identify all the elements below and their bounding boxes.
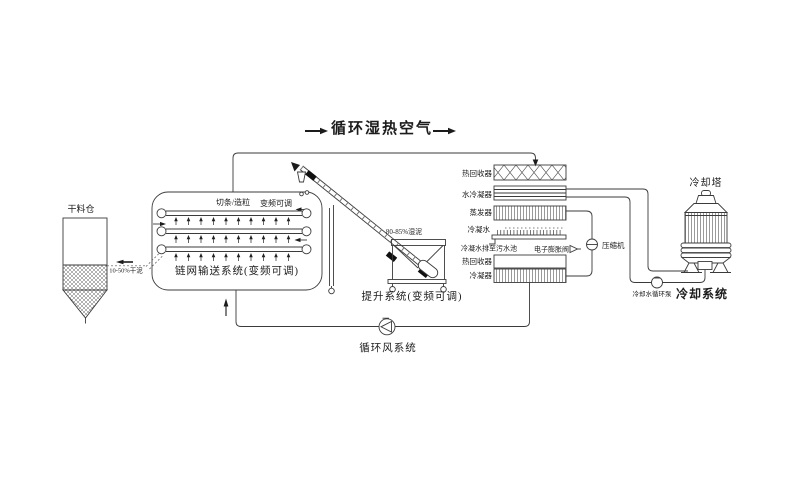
tower-fan-cowl — [695, 195, 717, 204]
tower-ring-3 — [680, 252, 732, 259]
top-air-duct: 循环湿热空气 — [232, 119, 539, 192]
heat-recovery-top-label: 热回收器 — [462, 168, 492, 178]
tower-shoulder — [683, 203, 729, 213]
drying-air-arrows-row1 — [173, 216, 291, 226]
dry-sludge-chute — [107, 252, 164, 270]
silo-hopper — [62, 289, 108, 319]
title-circulating-hot-humid-air: 循环湿热空气 — [331, 119, 433, 137]
discharge-line — [566, 250, 593, 277]
tower-legs — [681, 262, 731, 273]
compressor-symbol — [586, 238, 598, 251]
vfd-label: 变频可调 — [260, 198, 292, 208]
discharge-chute — [296, 171, 307, 183]
heat-recovery-bottom-unit — [493, 254, 567, 269]
heat-recovery-bottom-label: 热回收器 — [462, 256, 492, 266]
condenser-unit — [493, 268, 567, 283]
elevator-cleats — [299, 165, 438, 278]
elevator-band-2 — [385, 251, 398, 263]
expansion-valve-label: 电子膨胀阀 — [534, 245, 569, 254]
conveyor-belt-1 — [156, 208, 312, 219]
tower-body — [684, 212, 728, 244]
tower-ring-1 — [680, 242, 732, 249]
cooling-tower: 冷却塔 — [680, 176, 732, 273]
cooling-system-label: 冷却系统 — [676, 286, 728, 301]
conveyor-belt-2 — [156, 226, 312, 237]
hopper-cart: 80-85%湿泥 提升系统(变频可调) — [362, 227, 463, 303]
tower-return-pipe-b — [662, 269, 706, 283]
wet-mud-label: 80-85%湿泥 — [386, 227, 422, 236]
condenser-label: 冷凝器 — [470, 270, 493, 280]
elevator-support-leg — [328, 205, 335, 295]
drip-tray — [491, 234, 567, 240]
cooling-water-pump — [651, 276, 663, 289]
suction-line — [566, 210, 593, 239]
drying-air-arrows-row2 — [173, 234, 291, 244]
water-condenser-label: 水冷凝器 — [462, 189, 492, 199]
silo-fill-hatch — [63, 265, 107, 290]
elevator — [291, 162, 438, 295]
flow-arrow-right — [433, 127, 456, 135]
cooling-pipes: 冷却水循环泵 冷却系统 — [566, 188, 728, 301]
return-air-duct: 循环风系统 — [223, 282, 530, 354]
expansion-valve-symbol — [569, 244, 581, 254]
elevator-band-3 — [417, 267, 430, 279]
fan-blade-icon — [379, 320, 392, 333]
tower-return-pipe-a — [566, 196, 652, 283]
tower-outlet-box — [697, 261, 713, 270]
compressor-label: 压缩机 — [602, 240, 625, 250]
elevator-band-1 — [305, 170, 317, 181]
elevator-discharge-arrow — [291, 162, 300, 172]
evaporator-unit — [493, 205, 567, 221]
chain-net-system-label: 链网输送系统(变频可调) — [175, 264, 299, 277]
flow-arrow-left — [305, 127, 328, 135]
belt-direction-arrow-bottom — [294, 237, 307, 243]
drying-air-arrows-row3 — [173, 252, 291, 262]
belt-direction-arrow-mid — [153, 221, 166, 227]
cart-wheel-right — [440, 286, 447, 293]
drain-spout — [489, 239, 496, 245]
cooling-pump-label: 冷却水循环泵 — [633, 289, 673, 298]
heat-pump-stack: 热回收器 水冷凝器 蒸发器 冷凝水 冷凝水排至污水池 热回收器 冷凝器 压缩机 … — [461, 164, 625, 283]
cooling-tower-label: 冷却塔 — [690, 176, 723, 189]
circulation-fan — [378, 317, 396, 336]
tower-supply-pipe — [566, 188, 688, 272]
duct-up-arrow — [223, 298, 229, 316]
duct-down-arrow — [532, 159, 539, 167]
condensate-label: 冷凝水 — [468, 224, 491, 234]
dry-mud-label: 10-50%干泥 — [109, 267, 143, 275]
lifting-system-label: 提升系统(变频可调) — [362, 290, 463, 303]
elevator-lower-roller — [417, 259, 439, 279]
tower-ring-2 — [680, 247, 732, 254]
silo-label: 干料仓 — [67, 203, 94, 214]
heat-recovery-top-unit — [493, 164, 567, 181]
conveyor-belt-3 — [156, 244, 312, 255]
circulating-fan-system-label: 循环风系统 — [359, 341, 417, 354]
cut-granulate-label: 切条/造粒 — [216, 197, 250, 207]
cart-wheel-left — [389, 286, 396, 293]
dryer-box: 切条/造粒 变频可调 — [151, 191, 323, 291]
silo: 干料仓 10-50%干泥 — [62, 203, 164, 324]
condensate-drain-label: 冷凝水排至污水池 — [461, 244, 517, 253]
evaporator-label: 蒸发器 — [470, 207, 493, 217]
